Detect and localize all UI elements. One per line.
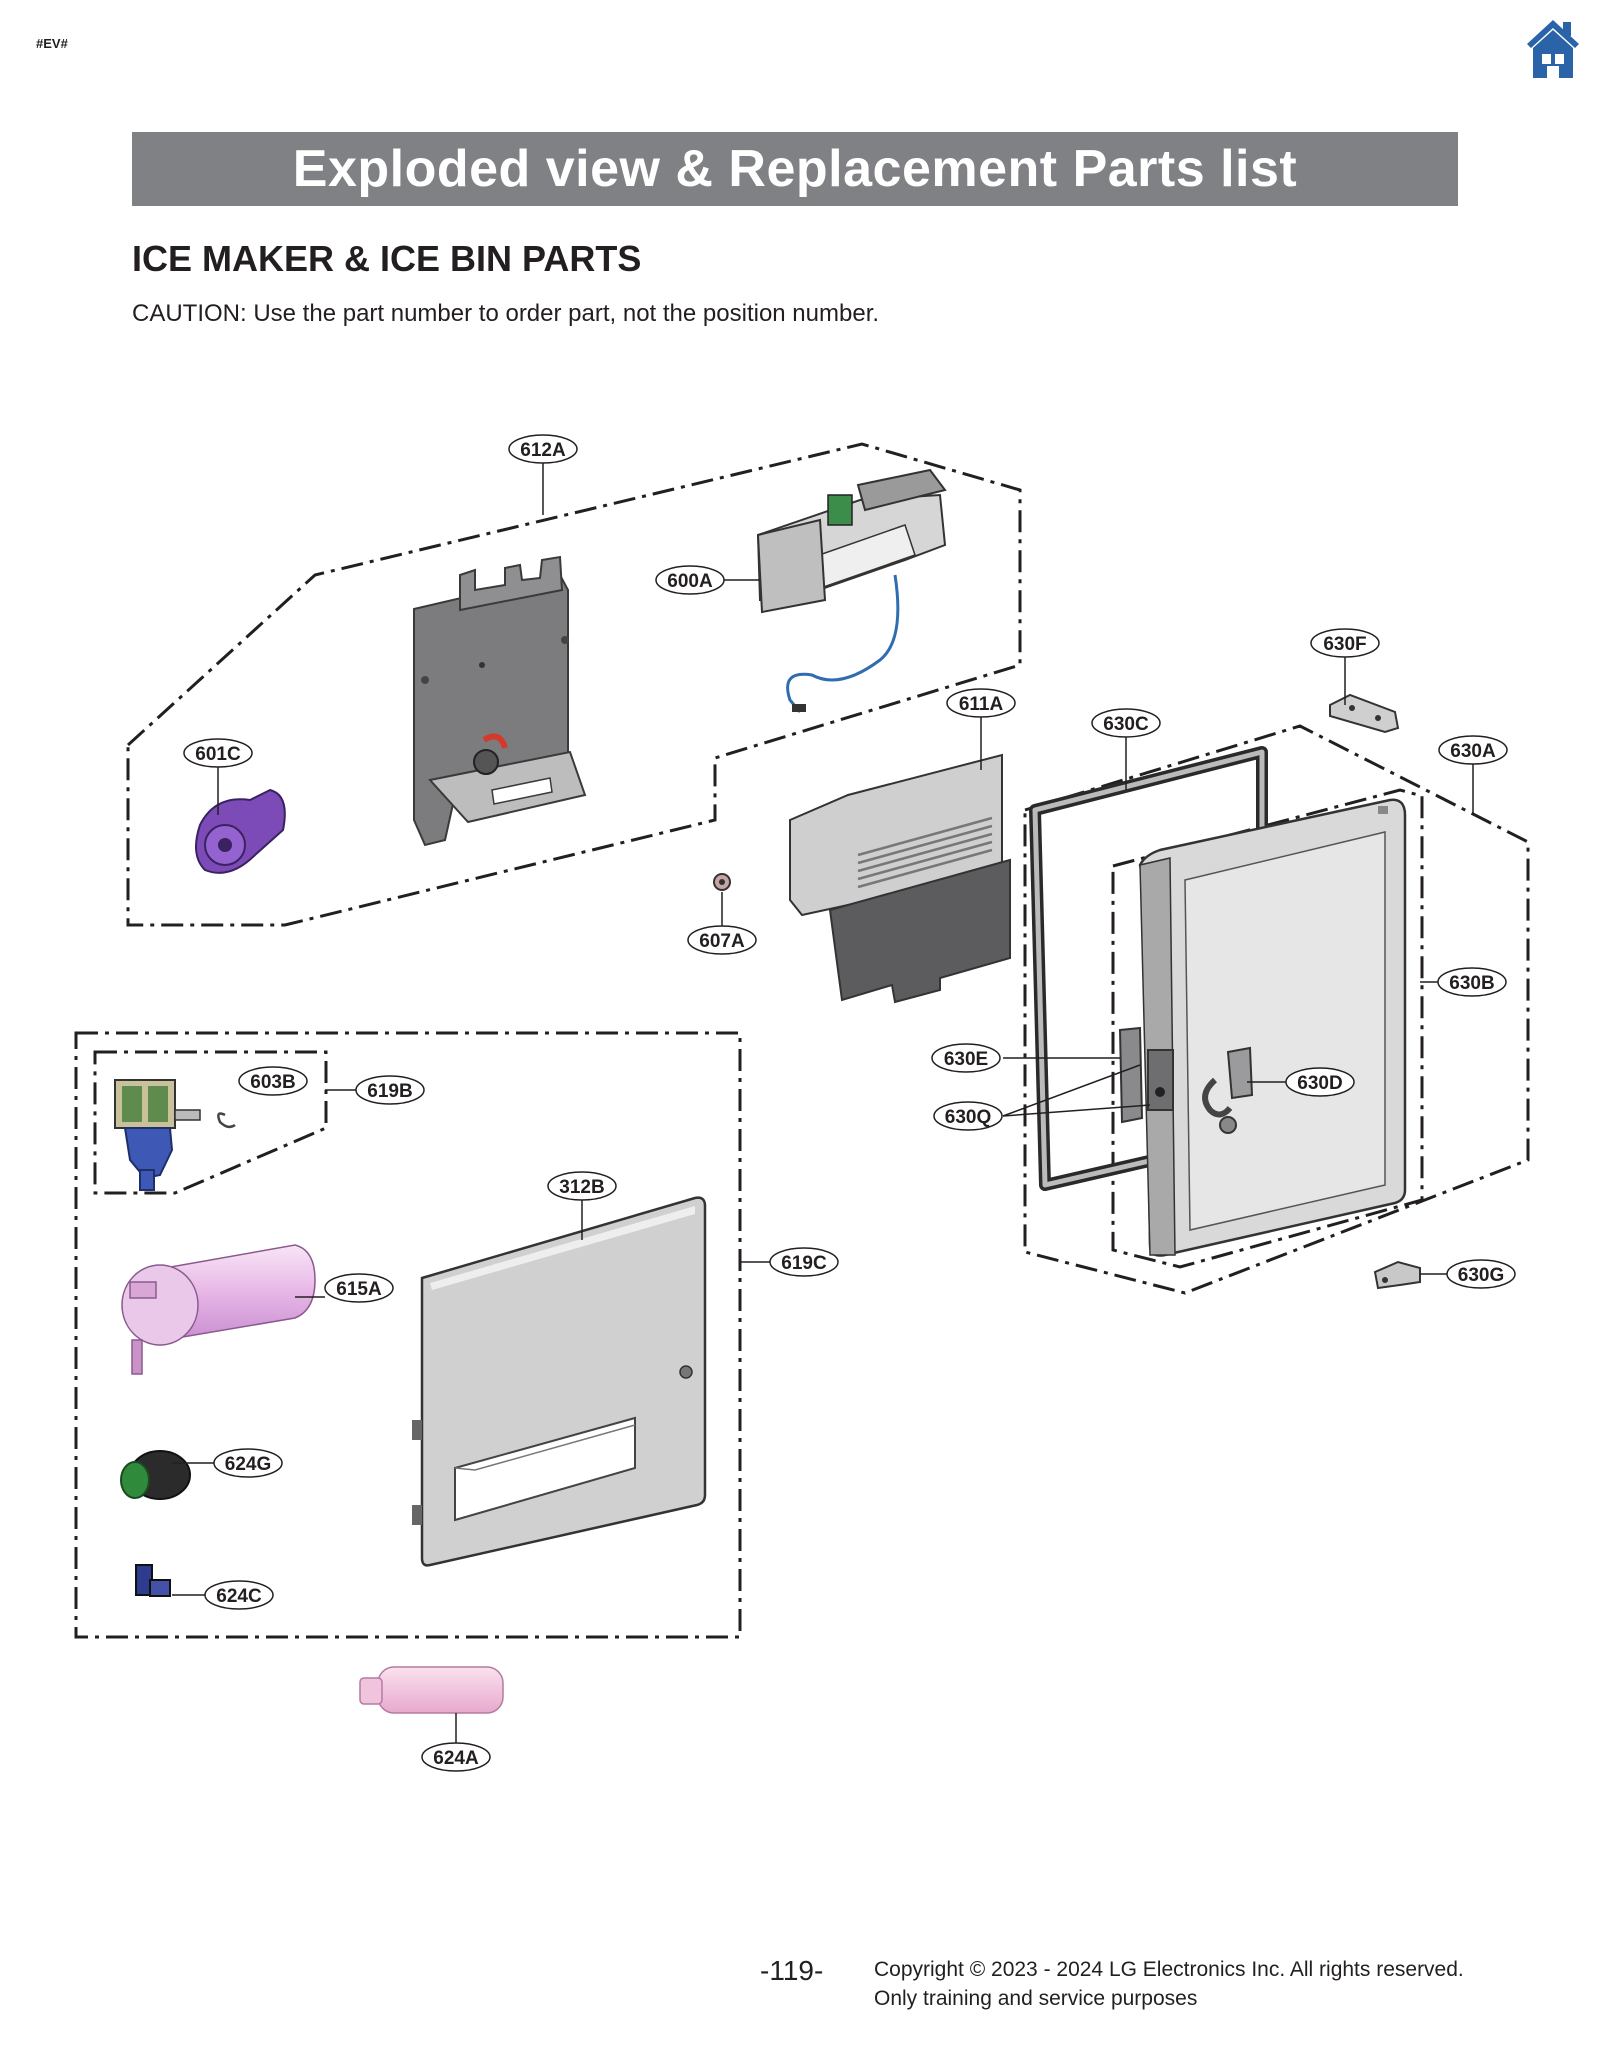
- copyright-notice: Copyright © 2023 - 2024 LG Electronics I…: [874, 1955, 1464, 2013]
- ice-bin-door: [1138, 798, 1407, 1257]
- filter-cap: [120, 1450, 191, 1500]
- caution-note: CAUTION: Use the part number to order pa…: [132, 300, 880, 327]
- callout-312B[interactable]: 312B: [547, 1171, 617, 1201]
- svg-text:624G: 624G: [225, 1454, 271, 1475]
- valve-clip: [217, 1112, 236, 1129]
- callout-624C[interactable]: 624C: [204, 1580, 274, 1610]
- callout-619B[interactable]: 619B: [355, 1075, 425, 1105]
- svg-text:619C: 619C: [781, 1253, 827, 1274]
- callout-601C[interactable]: 601C: [183, 738, 253, 768]
- copyright-line-1: Copyright © 2023 - 2024 LG Electronics I…: [874, 1958, 1464, 1981]
- callout-619C[interactable]: 619C: [769, 1247, 839, 1277]
- ice-auger-motor: [195, 788, 286, 874]
- water-valve: [114, 1079, 201, 1191]
- svg-text:630E: 630E: [944, 1049, 988, 1070]
- callout-630C[interactable]: 630C: [1091, 708, 1161, 738]
- callout-630B[interactable]: 630B: [1437, 967, 1507, 997]
- callout-630Q[interactable]: 630Q: [933, 1101, 1003, 1131]
- callout-630G[interactable]: 630G: [1446, 1259, 1516, 1289]
- svg-text:624C: 624C: [216, 1586, 262, 1607]
- water-filter: [121, 1244, 316, 1375]
- svg-text:600A: 600A: [667, 571, 713, 592]
- callout-630A[interactable]: 630A: [1438, 735, 1508, 765]
- svg-text:611A: 611A: [959, 694, 1004, 715]
- svg-text:312B: 312B: [559, 1177, 604, 1198]
- svg-text:619B: 619B: [367, 1081, 412, 1102]
- door-latch-handle: [1202, 1046, 1254, 1134]
- svg-text:601C: 601C: [195, 744, 241, 765]
- hinge-bracket-bottom: [1373, 1260, 1421, 1290]
- callout-630E[interactable]: 630E: [931, 1043, 1001, 1073]
- svg-text:630Q: 630Q: [945, 1107, 991, 1128]
- svg-text:603B: 603B: [250, 1072, 295, 1093]
- svg-text:607A: 607A: [699, 931, 745, 952]
- icemaker-cover: [789, 753, 1011, 1004]
- svg-text:612A: 612A: [520, 440, 566, 461]
- callout-624G[interactable]: 624G: [213, 1448, 283, 1478]
- copyright-line-2: Only training and service purposes: [874, 1987, 1198, 2010]
- callout-612A[interactable]: 612A: [508, 434, 578, 464]
- svg-text:630C: 630C: [1103, 714, 1149, 735]
- home-icon[interactable]: [1525, 18, 1581, 80]
- page-title: Exploded view & Replacement Parts list: [132, 132, 1458, 206]
- callout-630D[interactable]: 630D: [1285, 1067, 1355, 1097]
- page-number: -119-: [760, 1955, 824, 1986]
- screw: [713, 873, 731, 891]
- filter-fitting: [135, 1564, 171, 1597]
- ice-bin-cover-panel: [412, 1196, 707, 1567]
- callout-630F[interactable]: 630F: [1310, 628, 1380, 658]
- group-619C-boundary: [74, 1031, 742, 1639]
- callout-624A[interactable]: 624A: [421, 1742, 491, 1772]
- callout-615A[interactable]: 615A: [324, 1273, 394, 1303]
- svg-text:630F: 630F: [1323, 634, 1366, 655]
- callout-607A[interactable]: 607A: [687, 925, 757, 955]
- svg-text:630G: 630G: [1458, 1265, 1504, 1286]
- document-tag: #EV#: [36, 36, 68, 51]
- callout-603B[interactable]: 603B: [238, 1066, 308, 1096]
- group-630A-boundary: [1023, 724, 1530, 1295]
- group-630B-boundary: [1111, 788, 1424, 1269]
- hinge-bracket-top: [1329, 693, 1400, 734]
- svg-text:624A: 624A: [433, 1748, 479, 1769]
- svg-text:630A: 630A: [1450, 741, 1496, 762]
- filter-bypass-plug: [359, 1666, 504, 1714]
- door-hinge-bracket: [1118, 1026, 1174, 1124]
- icemaker-assembly: [756, 468, 947, 713]
- callout-600A[interactable]: 600A: [655, 565, 725, 595]
- callout-611A[interactable]: 611A: [946, 688, 1016, 718]
- group-619B-boundary: [93, 1050, 328, 1195]
- svg-text:630D: 630D: [1297, 1073, 1342, 1094]
- svg-text:630B: 630B: [1449, 973, 1494, 994]
- group-612A-boundary: [126, 442, 1022, 927]
- icemaker-bracket: [413, 555, 587, 847]
- section-title: ICE MAKER & ICE BIN PARTS: [132, 238, 642, 279]
- svg-text:615A: 615A: [336, 1279, 382, 1300]
